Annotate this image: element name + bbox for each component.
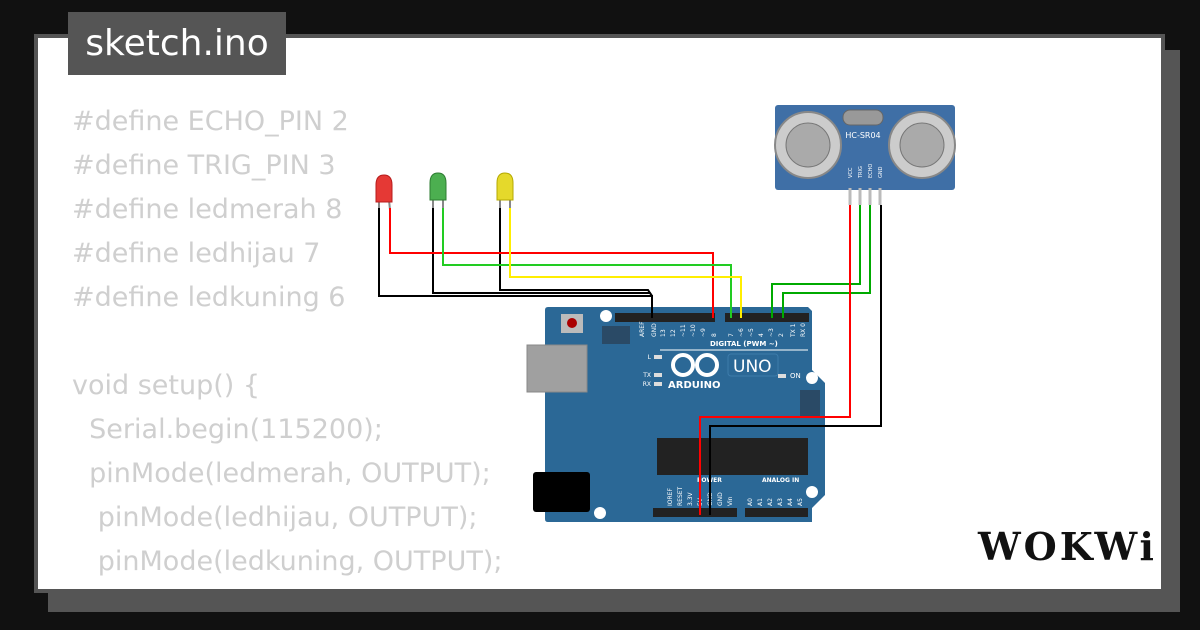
digital-label: DIGITAL (PWM ~): [710, 340, 778, 348]
code-preview: #define ECHO_PIN 2 #define TRIG_PIN 3 #d…: [72, 100, 502, 584]
wire-gnd-gnd: [709, 205, 882, 515]
power-header: [653, 508, 737, 517]
wire-yellow-led-pin6: [509, 208, 742, 318]
code-line: #define ledhijau 7: [72, 238, 321, 269]
pin-label: ~6: [738, 328, 745, 337]
pin-label: ~11: [680, 324, 687, 337]
wire-green-led-pin7: [442, 208, 732, 318]
pin-label: 12: [670, 329, 677, 337]
model-label: UNO: [733, 357, 772, 377]
digital-header-2: [725, 313, 809, 322]
power-jack: [533, 472, 590, 512]
pin-label: A4: [787, 498, 794, 506]
code-line: #define ledkuning 6: [72, 282, 346, 313]
led-tx-label: TX: [642, 372, 651, 379]
code-line: void setup() {: [72, 370, 261, 401]
pin-label: 7: [728, 333, 735, 337]
pin-label: A1: [757, 498, 764, 506]
wire-red-led-pin8: [389, 208, 714, 318]
pin-label: GND: [717, 492, 724, 506]
digital-header-1: [615, 313, 715, 322]
pin-label: ~10: [690, 324, 697, 337]
pin-label: 2: [778, 333, 785, 337]
code-line: pinMode(ledmerah, OUTPUT);: [72, 458, 491, 489]
pin-label: 8: [711, 333, 718, 337]
led-yellow: [496, 172, 514, 210]
pin-label: ~3: [768, 328, 775, 337]
pin-label: VCC: [848, 167, 854, 178]
wire-trig-pin3: [771, 205, 861, 318]
code-line: pinMode(ledhijau, OUTPUT);: [72, 502, 478, 533]
microcontroller-chip: [657, 438, 808, 475]
wire-black-yellow-led-gnd: [499, 208, 653, 297]
pin-label: 4: [758, 333, 765, 337]
pin-label: RX 0: [800, 323, 807, 337]
led-green: [429, 172, 447, 210]
led-l-label: L: [648, 354, 652, 361]
led-rx-label: RX: [643, 381, 651, 388]
file-tab: sketch.ino: [68, 12, 286, 75]
pin-label: AREF: [639, 321, 646, 337]
pin-label: A2: [767, 498, 774, 506]
pin-label: GND: [878, 166, 884, 178]
wire-vcc-5v: [699, 205, 851, 515]
code-line: #define TRIG_PIN 3: [72, 150, 336, 181]
pin-label: TX 1: [790, 323, 797, 338]
pin-label: A3: [777, 498, 784, 506]
analog-header: [745, 508, 808, 517]
code-line: #define ledmerah 8: [72, 194, 343, 225]
pin-label: 3.3V: [687, 491, 694, 506]
pin-label: ~9: [700, 328, 707, 337]
wire-echo-pin2: [782, 205, 871, 318]
pin-label: 13: [660, 329, 667, 337]
pin-label: ECHO: [868, 164, 874, 178]
hc-sr04-sensor: HC-SR04 VCC TRIG ECHO GND: [774, 105, 956, 205]
code-line: Serial.begin(115200);: [72, 414, 383, 445]
wire-black-red-led-gnd: [378, 208, 653, 318]
usb-port: [526, 344, 588, 393]
sensor-label: HC-SR04: [845, 131, 880, 140]
pin-label: A0: [747, 498, 754, 506]
brand-label: ARDUINO: [668, 380, 720, 391]
pin-label: Vin: [727, 496, 734, 506]
pin-label: A5: [797, 498, 804, 506]
wokwi-logo: WOKWi: [978, 524, 1157, 569]
arduino-logo: ARDUINO: [668, 353, 720, 391]
analog-label: ANALOG IN: [762, 477, 799, 484]
led-on-label: ON: [790, 372, 801, 380]
code-line: pinMode(ledkuning, OUTPUT);: [72, 546, 503, 577]
pin-label: ~5: [748, 328, 755, 337]
pin-label: RESET: [677, 486, 684, 506]
pin-label: GND: [651, 323, 658, 337]
pin-label: TRIG: [858, 166, 864, 179]
led-red: [375, 174, 393, 211]
code-line: #define ECHO_PIN 2: [72, 106, 349, 137]
pin-label: IOREF: [667, 488, 674, 506]
